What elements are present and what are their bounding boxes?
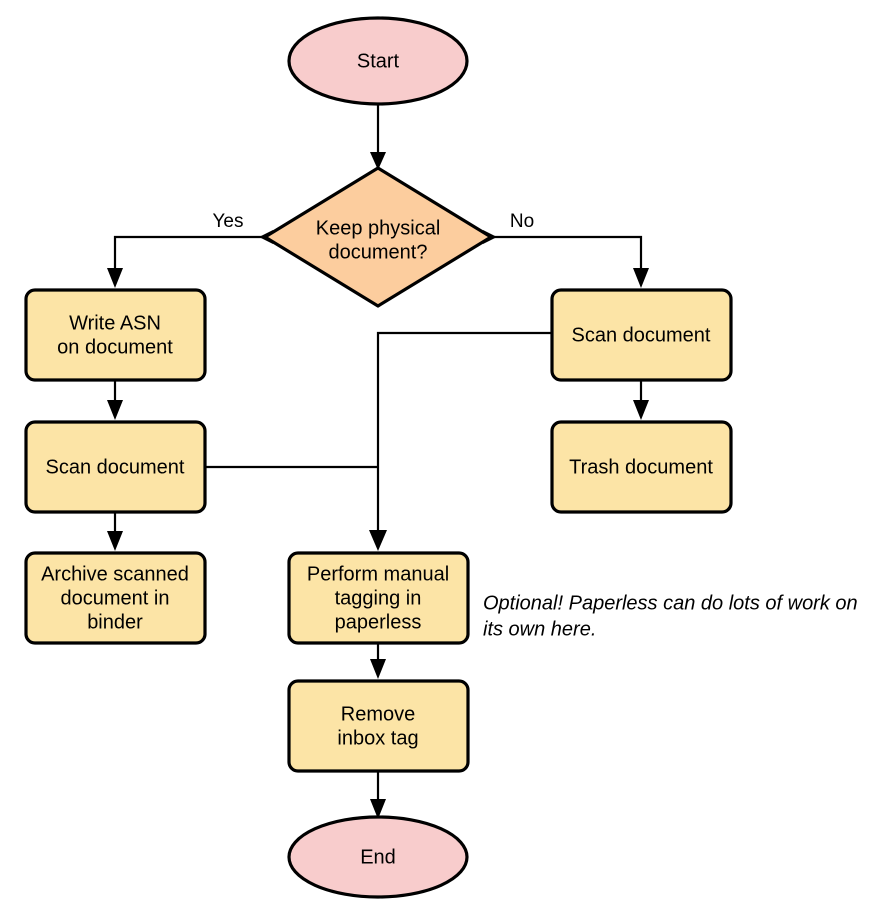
node-archive-scanned-document[interactable]: Archive scanned document in binder: [24, 551, 207, 645]
edge-start-to-decision: [370, 104, 386, 170]
trash-label: Trash document: [569, 456, 713, 478]
arrow-head-icon: [370, 799, 386, 819]
node-start[interactable]: Start: [287, 16, 469, 106]
arrow-head-icon: [369, 530, 387, 551]
tagging-box[interactable]: [287, 551, 470, 645]
node-scan-document-left[interactable]: Scan document: [24, 420, 207, 514]
arrow-head-icon: [370, 659, 386, 679]
edge-decision-to-write-asn: [107, 230, 273, 288]
node-decision-keep-physical-document[interactable]: Keep physical document?: [263, 166, 493, 308]
archive-label-line3: binder: [87, 611, 143, 633]
remove-inbox-label-line2: inbox tag: [337, 727, 418, 749]
edge-write-asn-to-scan-left: [107, 380, 123, 420]
edge-tagging-to-remove-inbox: [370, 643, 386, 679]
arrow-head-icon: [633, 268, 649, 288]
edge-remove-inbox-to-end: [370, 771, 386, 819]
start-label: Start: [357, 50, 400, 72]
edge-scan-left-to-archive: [107, 512, 123, 551]
node-end[interactable]: End: [287, 815, 469, 899]
arrow-head-icon: [370, 152, 386, 170]
edge-scan-left-to-tagging: [205, 465, 387, 551]
edge-label-no: No: [510, 211, 534, 232]
scan-right-box[interactable]: [550, 288, 733, 382]
annotation-note-optional: Optional! Paperless can do lots of work …: [483, 592, 858, 640]
write-asn-box[interactable]: [24, 288, 207, 382]
decision-label-line1: Keep physical: [316, 217, 441, 239]
decision-label-line2: document?: [329, 241, 428, 263]
edge-scan-right-to-trash: [633, 380, 649, 420]
write-asn-label-line2: on document: [57, 336, 173, 358]
arrow-head-icon: [107, 268, 123, 288]
note-line1: Optional! Paperless can do lots of work …: [483, 592, 858, 614]
edge-line: [376, 331, 552, 535]
tagging-label-line2: tagging in: [335, 587, 422, 609]
note-line2: its own here.: [483, 618, 596, 640]
node-remove-inbox-tag[interactable]: Remove inbox tag: [287, 679, 470, 773]
node-perform-manual-tagging[interactable]: Perform manual tagging in paperless: [287, 551, 470, 645]
edge-label-yes: Yes: [213, 211, 244, 232]
write-asn-label-line1: Write ASN: [69, 312, 161, 334]
archive-box[interactable]: [24, 551, 207, 645]
edge-scan-right-to-tagging: [376, 331, 552, 535]
end-label: End: [360, 846, 396, 868]
scan-left-label: Scan document: [46, 456, 185, 478]
tagging-label-line3: paperless: [335, 611, 422, 633]
scan-right-label: Scan document: [572, 324, 711, 346]
edge-decision-to-scan-right: [483, 230, 649, 288]
start-ellipse[interactable]: [287, 16, 469, 106]
trash-box[interactable]: [550, 420, 733, 514]
node-write-asn[interactable]: Write ASN on document: [24, 288, 207, 382]
decision-diamond[interactable]: [263, 166, 493, 308]
remove-inbox-label-line1: Remove: [341, 703, 415, 725]
edge-line: [491, 235, 643, 270]
node-trash-document[interactable]: Trash document: [550, 420, 733, 514]
remove-inbox-box[interactable]: [287, 679, 470, 773]
arrow-head-icon: [107, 531, 123, 551]
arrow-head-icon: [107, 400, 123, 420]
edge-line: [113, 235, 265, 270]
tagging-label-line1: Perform manual: [307, 563, 449, 585]
scan-left-box[interactable]: [24, 420, 207, 514]
archive-label-line2: document in: [61, 587, 170, 609]
archive-label-line1: Archive scanned: [41, 563, 189, 585]
arrow-head-icon: [633, 400, 649, 420]
end-ellipse[interactable]: [287, 815, 469, 899]
node-scan-document-right[interactable]: Scan document: [550, 288, 733, 382]
